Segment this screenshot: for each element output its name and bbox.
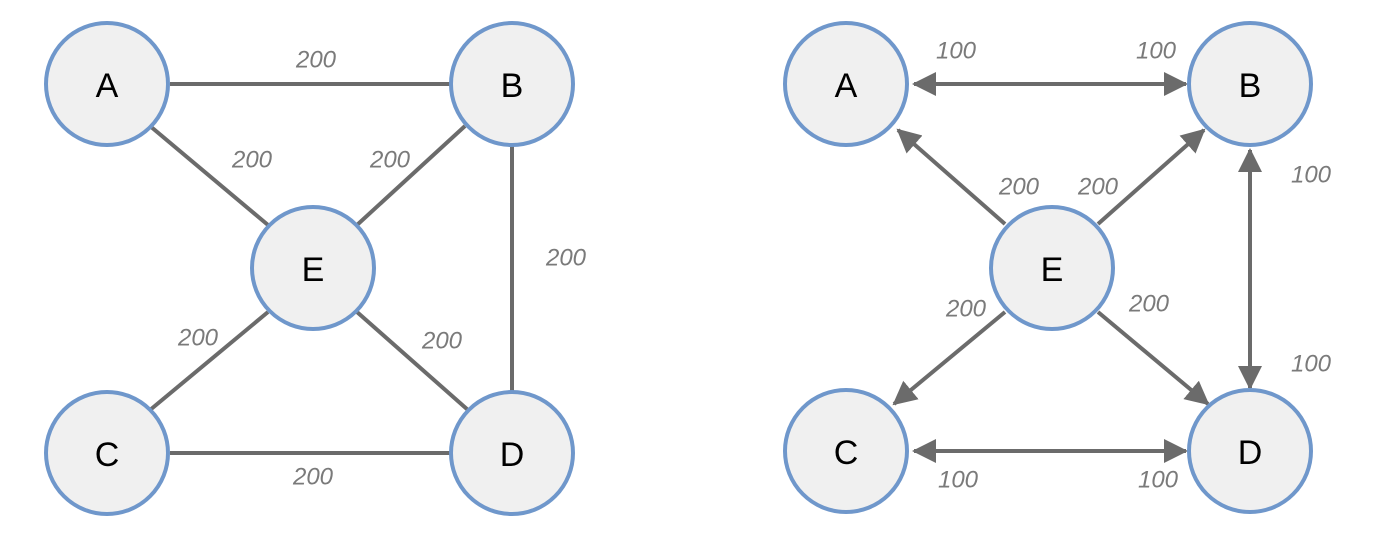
right-edge-e-a (896, 128, 1007, 226)
right-node-b-label: B (1239, 67, 1262, 105)
left-edge-b-e (355, 124, 467, 227)
right-edge-e-d (1096, 310, 1210, 406)
left-weight-c-e: 200 (177, 325, 219, 352)
right-weight-c-d-start: 100 (938, 467, 979, 494)
right-weight-e-a: 200 (998, 174, 1040, 201)
left-node-c: C (44, 390, 170, 516)
left-node-b-label: B (501, 67, 524, 105)
right-node-c: C (783, 388, 909, 514)
left-weight-a-b: 200 (295, 47, 337, 74)
left-node-c-label: C (95, 436, 120, 474)
left-weight-a-e: 200 (231, 147, 273, 174)
left-node-d-label: D (500, 436, 525, 474)
left-node-a-label: A (96, 67, 119, 105)
left-node-a: A (44, 21, 170, 147)
right-edge-e-c (892, 310, 1007, 406)
right-weight-e-b: 200 (1077, 174, 1119, 201)
left-edge-c-e (148, 310, 270, 412)
right-node-c-label: C (834, 434, 859, 472)
left-weight-b-e: 200 (369, 147, 411, 174)
left-edge-a-e (148, 124, 270, 227)
left-edge-d-e (355, 310, 470, 412)
right-weight-a-b-end: 100 (1136, 38, 1177, 65)
right-node-b: B (1187, 21, 1313, 147)
left-graph: 200 200 200 200 200 200 200 A B E C D (44, 21, 587, 516)
left-node-e: E (250, 205, 376, 331)
right-node-d-label: D (1238, 434, 1263, 472)
right-node-d: D (1187, 388, 1313, 514)
left-weight-b-d: 200 (545, 245, 587, 272)
right-node-e: E (989, 205, 1115, 331)
left-weight-c-d: 200 (292, 464, 334, 491)
right-node-a: A (783, 21, 909, 147)
right-weight-b-d-end: 100 (1291, 351, 1332, 378)
right-weight-a-b-start: 100 (936, 38, 977, 65)
right-node-a-label: A (835, 67, 858, 105)
right-edge-e-b (1096, 128, 1206, 226)
right-graph: 100 100 100 100 100 100 200 200 200 200 … (783, 21, 1332, 514)
left-node-d: D (449, 390, 575, 516)
right-weight-e-c: 200 (945, 296, 987, 323)
left-node-e-label: E (302, 251, 325, 289)
right-weight-e-d: 200 (1128, 291, 1170, 318)
right-node-e-label: E (1041, 251, 1064, 289)
right-weight-c-d-end: 100 (1138, 467, 1179, 494)
left-weight-d-e: 200 (421, 328, 463, 355)
left-node-b: B (449, 21, 575, 147)
right-weight-b-d-start: 100 (1291, 162, 1332, 189)
